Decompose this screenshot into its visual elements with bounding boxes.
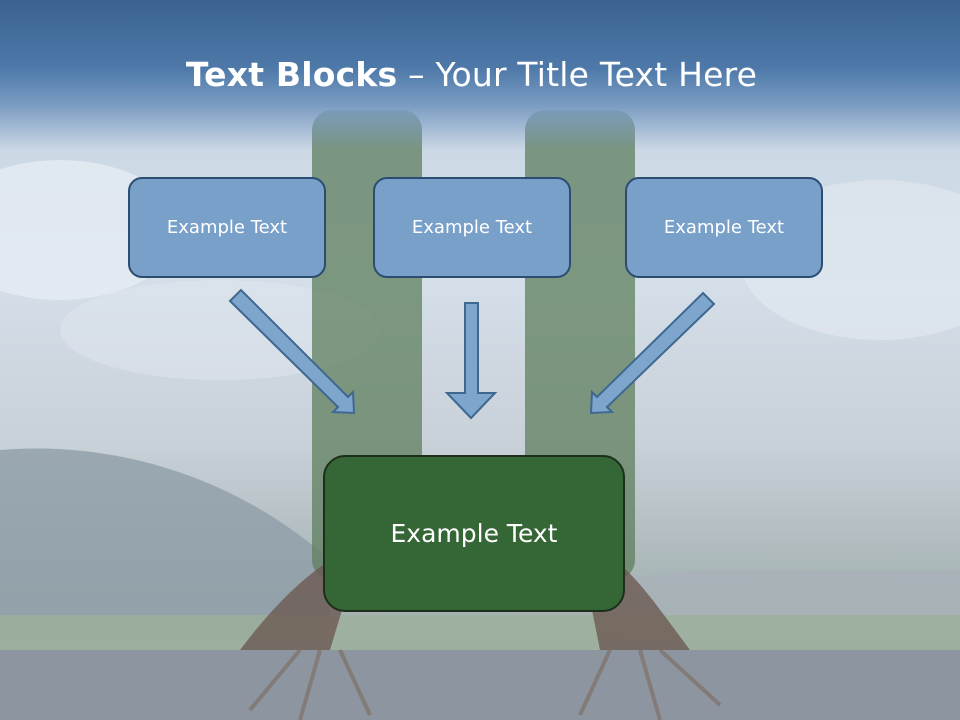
main-text-block[interactable]: Example Text (323, 455, 625, 612)
title-bar (0, 0, 960, 150)
slide-title: Text Blocks – Your Title Text Here (0, 55, 943, 94)
arrow-left (228, 288, 356, 415)
text-block-2[interactable]: Example Text (373, 177, 571, 278)
text-block-2-label: Example Text (411, 217, 533, 238)
title-separator: – (397, 55, 436, 94)
text-block-3[interactable]: Example Text (625, 177, 823, 278)
arrow-center (444, 302, 498, 420)
text-block-3-label: Example Text (663, 217, 785, 238)
arrow-right (589, 291, 716, 415)
title-rest: Your Title Text Here (435, 55, 758, 94)
text-block-1-label: Example Text (166, 217, 288, 238)
main-text-block-label: Example Text (390, 519, 558, 548)
title-bold: Text Blocks (185, 55, 398, 94)
text-block-1[interactable]: Example Text (128, 177, 326, 278)
